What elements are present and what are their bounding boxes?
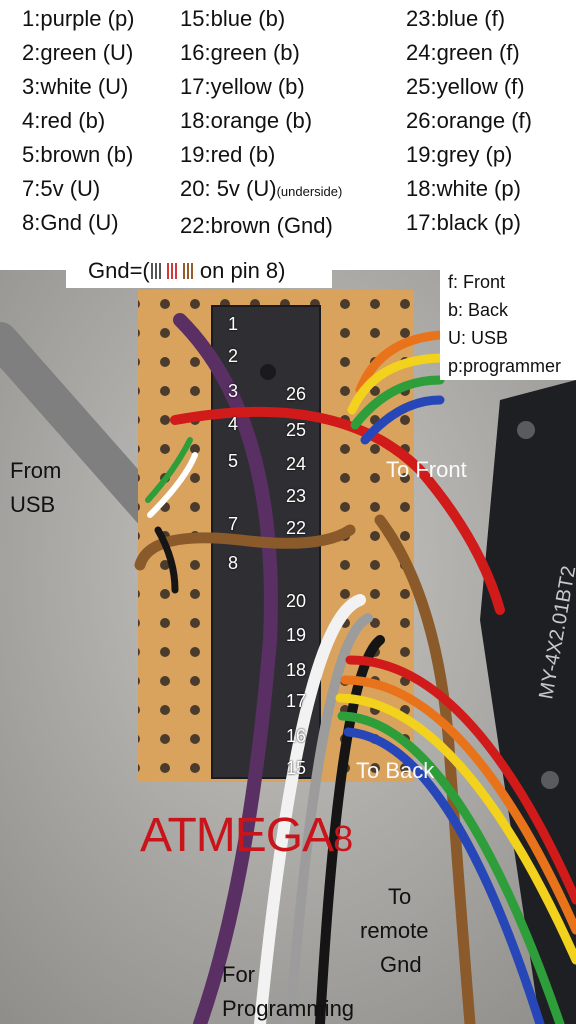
legend-entry: 24:green (f) <box>406 40 520 65</box>
usb-green <box>145 437 193 503</box>
pin-label: 22 <box>286 518 307 538</box>
ribbon-green <box>337 711 565 1024</box>
dark-pcb: MY-4X2.01BT2 <box>480 380 576 1024</box>
gnd-note-suffix: on pin 8) <box>193 258 286 283</box>
legend-entry-text: 20: 5v (U) <box>180 176 277 201</box>
usb-black <box>154 526 179 594</box>
legend-entry: 1:purple (p) <box>22 6 135 31</box>
brown-wire-gnd <box>134 524 356 571</box>
legend-entry: 19:grey (p) <box>406 142 513 167</box>
blue-wire <box>360 395 445 445</box>
legend-entry: 18:orange (b) <box>180 108 313 133</box>
legend-column-1: 1:purple (p) 2:green (U) 3:white (U) 4:r… <box>22 2 135 240</box>
key-entry: f: Front <box>448 272 506 292</box>
pin-label: 23 <box>286 486 307 506</box>
pin-label: 18 <box>286 660 307 680</box>
gnd-bar-swatch <box>166 263 169 279</box>
key-box: f: Front b: Back U: USB p:programmer <box>440 268 576 380</box>
circuit-photo: MY-4X2.01BT2 <box>0 262 576 1024</box>
for-label: For <box>222 962 255 987</box>
pin-label: 2 <box>228 346 239 366</box>
legend-entry: 20: 5v (U)(underside) <box>180 172 342 209</box>
usb-label: USB <box>10 492 56 517</box>
legend-entry: 18:white (p) <box>406 176 521 201</box>
legend-entry: 4:red (b) <box>22 108 106 133</box>
orange-wire <box>355 330 445 395</box>
to-back-label: To Back <box>356 758 435 783</box>
pin-label: 25 <box>286 420 307 440</box>
gnd-bar-swatch <box>170 263 173 279</box>
usb-white <box>147 452 198 518</box>
pin-label: 26 <box>286 384 307 404</box>
programming-label: Programming <box>222 996 355 1021</box>
black-wire <box>315 635 385 1024</box>
usb-cable <box>0 322 168 528</box>
gnd-bar-swatch <box>186 263 189 279</box>
pin-label: 19 <box>286 625 307 645</box>
legend-entry: 22:brown (Gnd) <box>180 213 333 238</box>
legend-entry: 19:red (b) <box>180 142 276 167</box>
legend-entry: 26:orange (f) <box>406 108 532 133</box>
legend-column-3: 23:blue (f) 24:green (f) 25:yellow (f) 2… <box>406 2 532 240</box>
grey-wire <box>285 613 373 1024</box>
to-label: To <box>388 884 412 909</box>
gnd-label: Gnd <box>380 952 422 977</box>
legend-entry: 25:yellow (f) <box>406 74 525 99</box>
chip-name-label: ATMEGA8 <box>140 808 353 863</box>
pin-label: 16 <box>286 726 307 746</box>
pin-label: 8 <box>228 553 239 573</box>
pin-label: 15 <box>286 758 307 778</box>
pin-label: 17 <box>286 691 307 711</box>
ribbon-blue <box>343 727 545 1024</box>
green-wire <box>350 375 445 430</box>
legend-entry: 15:blue (b) <box>180 6 286 31</box>
gnd-bar-swatch <box>154 263 157 279</box>
key-entry: b: Back <box>448 300 509 320</box>
purple-wire <box>173 313 278 1024</box>
ribbon-orange <box>340 675 576 935</box>
chip-name: ATMEGA <box>140 809 334 862</box>
gnd-bar-swatch <box>150 263 153 279</box>
key-entry: U: USB <box>448 328 509 348</box>
pin-label: 4 <box>228 414 239 434</box>
legend-column-2: 15:blue (b) 16:green (b) 17:yellow (b) 1… <box>180 2 342 243</box>
yellow-wire <box>347 353 445 415</box>
gnd-bar-swatch <box>174 263 177 279</box>
gnd-note: Gnd=( on pin 8) <box>66 254 332 288</box>
gnd-note-prefix: Gnd=( <box>88 258 150 283</box>
legend-entry: 7:5v (U) <box>22 176 101 201</box>
legend-entry: 17:yellow (b) <box>180 74 305 99</box>
pin-label: 20 <box>286 591 307 611</box>
gnd-bar-swatch <box>190 263 193 279</box>
from-label: From <box>10 458 62 483</box>
gnd-bar-swatch <box>158 263 161 279</box>
legend-entry: 2:green (U) <box>22 40 134 65</box>
underside-note: (underside) <box>276 184 343 199</box>
legend-entry: 17:black (p) <box>406 210 521 235</box>
legend-entry: 8:Gnd (U) <box>22 210 119 235</box>
white-wire <box>254 594 366 1024</box>
pin-label: 1 <box>228 314 239 334</box>
legend-entry: 16:green (b) <box>180 40 300 65</box>
legend-entry: 5:brown (b) <box>22 142 134 167</box>
pin-label: 7 <box>228 514 239 534</box>
gnd-bar-swatches <box>150 258 194 283</box>
chip-suffix: 8 <box>333 818 353 859</box>
legend-entry: 3:white (U) <box>22 74 129 99</box>
wires <box>134 313 576 1024</box>
legend-entry: 23:blue (f) <box>406 6 506 31</box>
pin-label: 24 <box>286 454 307 474</box>
ribbon-yellow <box>335 693 576 965</box>
pin-legend: 1:purple (p) 2:green (U) 3:white (U) 4:r… <box>0 0 576 270</box>
remote-label: remote <box>360 918 429 943</box>
gnd-bar-swatch <box>182 263 185 279</box>
pin-label: 5 <box>228 451 239 471</box>
ribbon-red <box>345 655 576 905</box>
pin-label: 3 <box>228 381 239 401</box>
to-front-label: To Front <box>386 457 467 482</box>
key-entry: p:programmer <box>448 356 562 376</box>
red-wire-front <box>170 406 505 615</box>
